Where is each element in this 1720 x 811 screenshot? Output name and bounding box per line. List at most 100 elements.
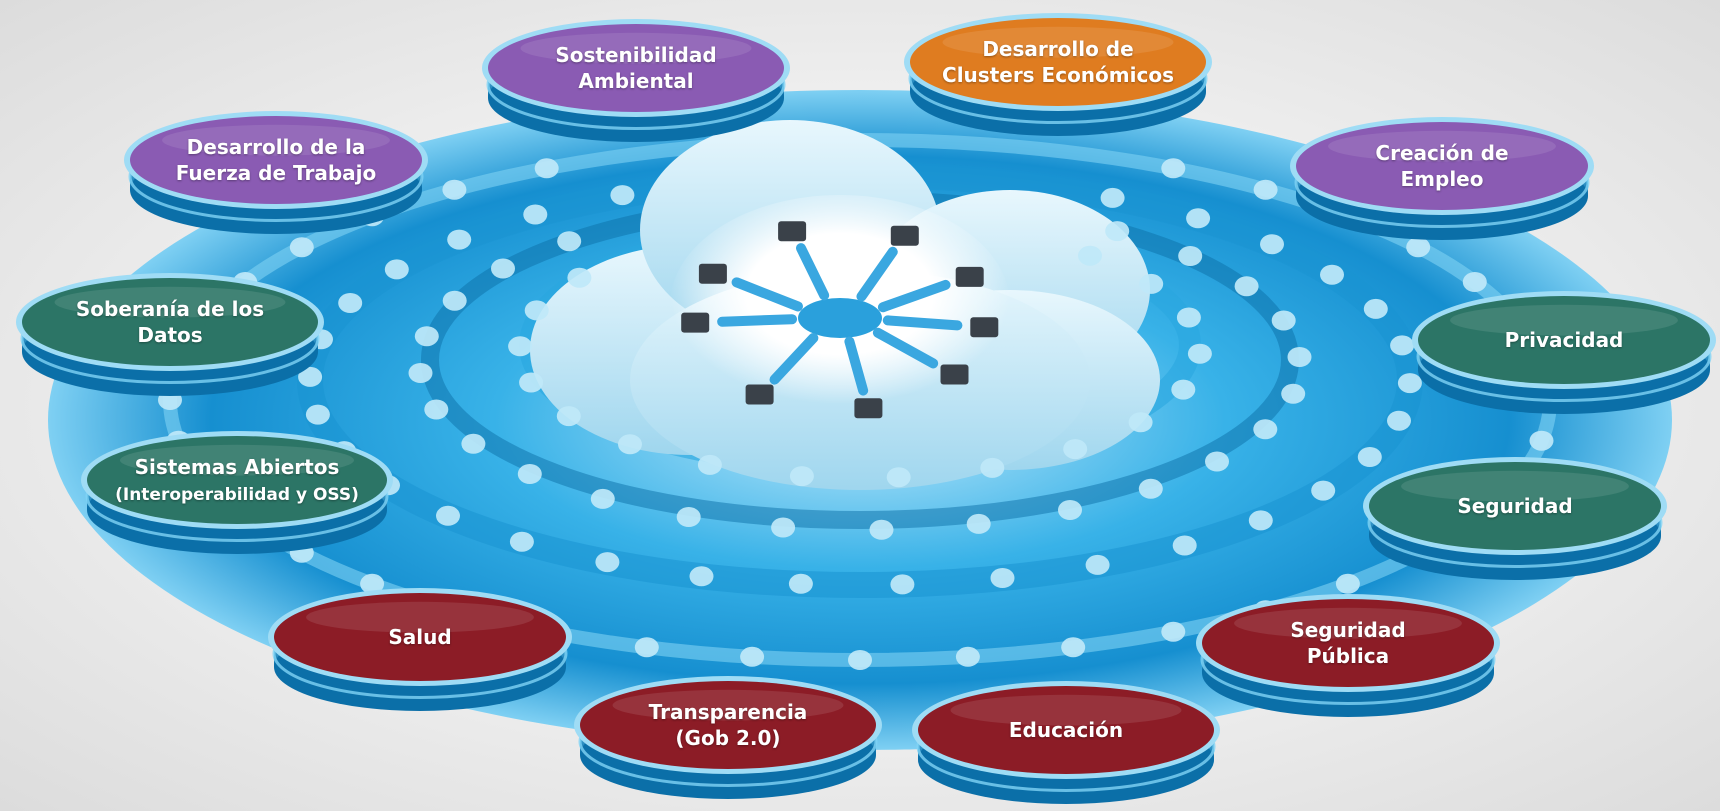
ring-dot	[289, 237, 314, 258]
computer-device-icon	[854, 398, 883, 419]
ring-dot	[595, 552, 620, 573]
ring-dot	[1462, 272, 1487, 292]
node-educacion-label: Educación	[1008, 718, 1124, 742]
ring-dot	[508, 336, 533, 357]
ring-dot	[1234, 276, 1259, 297]
ring-dot	[869, 519, 894, 540]
ring-dot	[1205, 451, 1229, 472]
computer-device-icon	[890, 225, 919, 246]
ring-dot	[298, 366, 323, 387]
node-clusters-disc	[904, 13, 1212, 136]
ring-dot	[1172, 535, 1197, 556]
ring-dot	[590, 488, 615, 509]
ring-dot	[1248, 510, 1273, 531]
node-sostenibilidad: Sostenibilidad Ambiental	[488, 24, 784, 112]
ring-dot	[980, 457, 1005, 478]
node-fuerza-trabajo: Desarrollo de la Fuerza de Trabajo	[130, 116, 422, 204]
ring-dot	[890, 574, 915, 595]
ring-dot	[305, 404, 330, 425]
ring-dot	[1161, 621, 1186, 642]
node-transparencia: Transparencia (Gob 2.0)	[580, 681, 876, 769]
ring-dot	[524, 300, 549, 321]
ring-dot	[534, 158, 559, 179]
network-arrow	[882, 315, 963, 331]
node-transparencia-label-wrap: Transparencia (Gob 2.0)	[649, 699, 808, 751]
node-educacion-disc	[912, 681, 1220, 804]
ring-dot	[618, 434, 642, 455]
ring-dot	[523, 204, 548, 225]
ring-dot	[789, 466, 814, 487]
network-arrow	[717, 314, 798, 327]
node-transparencia-label: Transparencia (Gob 2.0)	[648, 700, 808, 750]
node-privacidad-label: Privacidad	[1504, 328, 1624, 352]
ring-dot	[1253, 179, 1278, 200]
ring-dot	[634, 637, 659, 658]
node-seguridad: Seguridad	[1369, 462, 1661, 550]
node-clusters-label: Desarrollo de Clusters Económicos	[942, 37, 1174, 87]
computer-device-icon	[681, 312, 710, 333]
node-fuerza-trabajo-label-wrap: Desarrollo de la Fuerza de Trabajo	[176, 134, 377, 186]
ring-dot	[442, 290, 467, 311]
computer-device-icon	[940, 364, 969, 385]
node-seguridad-publica: Seguridad Pública	[1202, 599, 1494, 687]
ring-dot	[1161, 158, 1186, 179]
ring-dot	[519, 372, 544, 393]
ring-dot	[1281, 383, 1306, 404]
ring-dot	[567, 267, 592, 288]
ring-dot	[1186, 208, 1211, 229]
node-transparencia-disc	[574, 676, 882, 799]
ring-dot	[886, 467, 911, 488]
node-soberania-disc	[16, 273, 324, 396]
ring-dot	[442, 179, 467, 200]
ring-dot	[1187, 343, 1212, 364]
computer-device-icon	[955, 266, 984, 287]
node-fuerza-trabajo-label: Desarrollo de la Fuerza de Trabajo	[175, 135, 377, 185]
node-clusters: Desarrollo de Clusters Económicos	[910, 18, 1206, 106]
node-clusters-label-wrap: Desarrollo de Clusters Económicos	[942, 36, 1174, 88]
node-salud-label-wrap: Salud	[388, 624, 451, 650]
ring-dot	[436, 505, 460, 526]
ring-dot	[1397, 373, 1422, 394]
node-salud-label: Salud	[388, 625, 452, 649]
ring-dot	[1390, 335, 1415, 356]
ring-dot	[771, 517, 796, 538]
network-arrow	[872, 327, 939, 369]
ring-dot	[1058, 500, 1082, 520]
ring-dot	[610, 185, 635, 206]
ring-dot	[1406, 237, 1431, 258]
ring-dot	[1260, 234, 1284, 255]
node-sostenibilidad-disc	[482, 19, 790, 142]
ring-dot	[1105, 221, 1130, 242]
ring-dot	[1357, 447, 1382, 467]
node-sistemas-abiertos: Sistemas Abiertos(Interoperabilidad y OS…	[87, 436, 387, 524]
ring-dot	[1171, 379, 1196, 400]
node-seguridad-publica-disc	[1196, 594, 1500, 717]
node-seguridad-disc	[1363, 457, 1667, 580]
ring-dot	[360, 573, 385, 594]
ring-dot	[1529, 430, 1554, 451]
node-privacidad-label-wrap: Privacidad	[1505, 327, 1624, 353]
node-empleo-disc	[1290, 117, 1594, 240]
ring-dot	[414, 326, 439, 347]
node-seguridad-publica-label-wrap: Seguridad Pública	[1290, 617, 1405, 669]
ring-dot	[1063, 439, 1088, 460]
node-seguridad-label-wrap: Seguridad	[1457, 493, 1572, 519]
node-sistemas-abiertos-label-wrap: Sistemas Abiertos(Interoperabilidad y OS…	[115, 454, 359, 506]
ring-dot	[517, 464, 542, 484]
ring-dot	[384, 259, 409, 280]
node-empleo: Creación de Empleo	[1296, 122, 1588, 210]
ring-dot	[1311, 480, 1336, 501]
node-empleo-label-wrap: Creación de Empleo	[1375, 140, 1508, 192]
node-sistemas-abiertos-sublabel: (Interoperabilidad y OSS)	[115, 484, 359, 505]
ring-dot	[676, 507, 701, 527]
network-arrow	[731, 277, 803, 312]
node-fuerza-trabajo-disc	[124, 111, 428, 234]
ring-dot	[1287, 347, 1312, 367]
ring-dot	[1085, 554, 1110, 575]
network-arrow	[877, 279, 951, 313]
ring-dot	[338, 293, 363, 313]
ring-dot	[689, 566, 714, 587]
ring-dot	[1138, 478, 1163, 499]
